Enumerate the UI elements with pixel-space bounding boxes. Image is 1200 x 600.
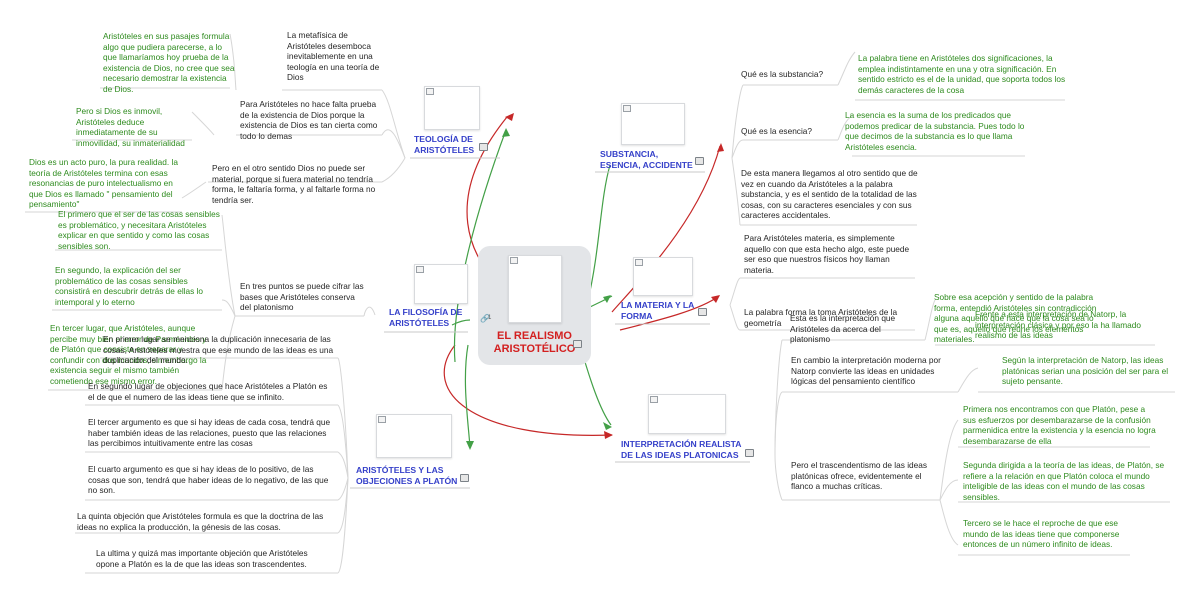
attachment-count: 1 [488, 315, 492, 321]
filosofia-green-2: En segundo, la explicación del ser probl… [55, 265, 204, 307]
filosofia-green-3: En tercer lugar, que Aristóteles, aunque… [50, 323, 207, 386]
filosofia-note-1: En tres puntos se puede cifrar las bases… [240, 281, 364, 313]
note-icon[interactable] [695, 157, 704, 165]
objeciones-note-2: En segundo lugar de objeciones que hace … [88, 381, 328, 402]
topic-teologia[interactable]: TEOLOGÍA DE ARISTÓTELES [414, 134, 475, 155]
sustancia-answer-1: La palabra tiene en Aristóteles dos sign… [858, 53, 1066, 95]
note-icon[interactable] [698, 308, 707, 316]
note-icon[interactable] [573, 340, 582, 348]
materia-note-2: La palabra forma la toma Aristóteles de … [744, 307, 898, 328]
teologia-note-1: La metafísica de Aristóteles desemboca i… [287, 30, 380, 83]
sustancia-question-1: Qué es la substancia? [741, 69, 824, 79]
materia-note-1: Para Aristóteles materia, es simplemente… [744, 233, 910, 275]
interpretacion-green-5: Tercero se le hace el reproche de que es… [963, 518, 1120, 550]
objeciones-note-1: En primer lugar se menciona la duplicaci… [103, 334, 334, 366]
interpretacion-note-2: En cambio la interpretación moderna por … [791, 355, 941, 387]
note-icon[interactable] [745, 449, 754, 457]
topic-filosofia[interactable]: LA FILOSOFÍA DE ARISTÓTELES [389, 307, 463, 328]
topic-sustancia[interactable]: SUBSTANCIA, ESENCIA, ACCIDENTE [600, 149, 693, 170]
topic-interpretacion[interactable]: INTERPRETACIÓN REALISTA DE LAS IDEAS PLA… [621, 439, 742, 460]
image-icon [623, 105, 631, 112]
interpretacion-note-3: Pero el trascendentismo de las ideas pla… [791, 460, 928, 492]
filosofia-green-1: El primero que el ser de las cosas sensi… [58, 209, 220, 251]
note-icon[interactable] [479, 143, 488, 151]
image-icon [426, 88, 434, 95]
attachment-icon[interactable]: 🔗 [480, 314, 490, 323]
sustancia-question-2: Qué es la esencia? [741, 126, 813, 136]
image-icon [416, 266, 424, 273]
interpretacion-image[interactable] [648, 394, 726, 434]
teologia-green-3: Dios es un acto puro, la pura realidad. … [29, 157, 178, 210]
central-title: EL REALISMO ARISTOTÉLICO [493, 330, 576, 355]
interpretacion-green-1: Frente a esta interpretación de Natorp, … [975, 309, 1142, 341]
sustancia-image[interactable] [621, 103, 685, 145]
interpretacion-green-2: Según la interpretación de Natorp, las i… [1002, 355, 1169, 387]
objeciones-note-4: El cuarto argumento es que si hay ideas … [88, 464, 329, 496]
objeciones-note-3: El tercer argumento es que si hay ideas … [88, 417, 331, 449]
topic-materia[interactable]: LA MATERIA Y LA FORMA [621, 300, 695, 321]
materia-green-1: Sobre esa acepción y sentido de la palab… [934, 292, 1097, 345]
interpretacion-green-3: Primera nos encontramos con que Platón, … [963, 404, 1156, 446]
objeciones-note-5: La quinta objeción que Aristóteles formu… [77, 511, 324, 532]
materia-image[interactable] [633, 257, 693, 296]
sustancia-note-3: De esta manera llegamos al otro sentido … [741, 168, 918, 221]
objeciones-image[interactable] [376, 414, 452, 458]
filosofia-image[interactable] [414, 264, 468, 304]
teologia-green-2: Pero si Dios es inmovil, Aristóteles ded… [76, 106, 185, 148]
note-icon[interactable] [460, 474, 469, 482]
central-image[interactable] [508, 255, 562, 323]
teologia-image[interactable] [424, 86, 480, 130]
interpretacion-green-4: Segunda dirigida a la teoría de las idea… [963, 460, 1165, 502]
image-icon [635, 259, 643, 266]
image-icon [378, 416, 386, 423]
image-icon [650, 396, 658, 403]
image-icon [510, 257, 518, 264]
interpretacion-note-1: Esta es la interpretación que Aristótele… [790, 313, 896, 345]
topic-objeciones[interactable]: ARISTÓTELES Y LAS OBJECIONES A PLATÓN [356, 465, 458, 486]
teologia-note-2: Para Aristóteles no hace falta prueba de… [240, 99, 378, 141]
teologia-green-1: Aristóteles en sus pasajes formula algo … [103, 31, 235, 94]
teologia-note-3: Pero en el otro sentido Dios no puede se… [212, 163, 376, 205]
sustancia-answer-2: La esencia es la suma de los predicados … [845, 110, 1025, 152]
objeciones-note-6: La ultima y quizá mas importante objeció… [96, 548, 308, 569]
